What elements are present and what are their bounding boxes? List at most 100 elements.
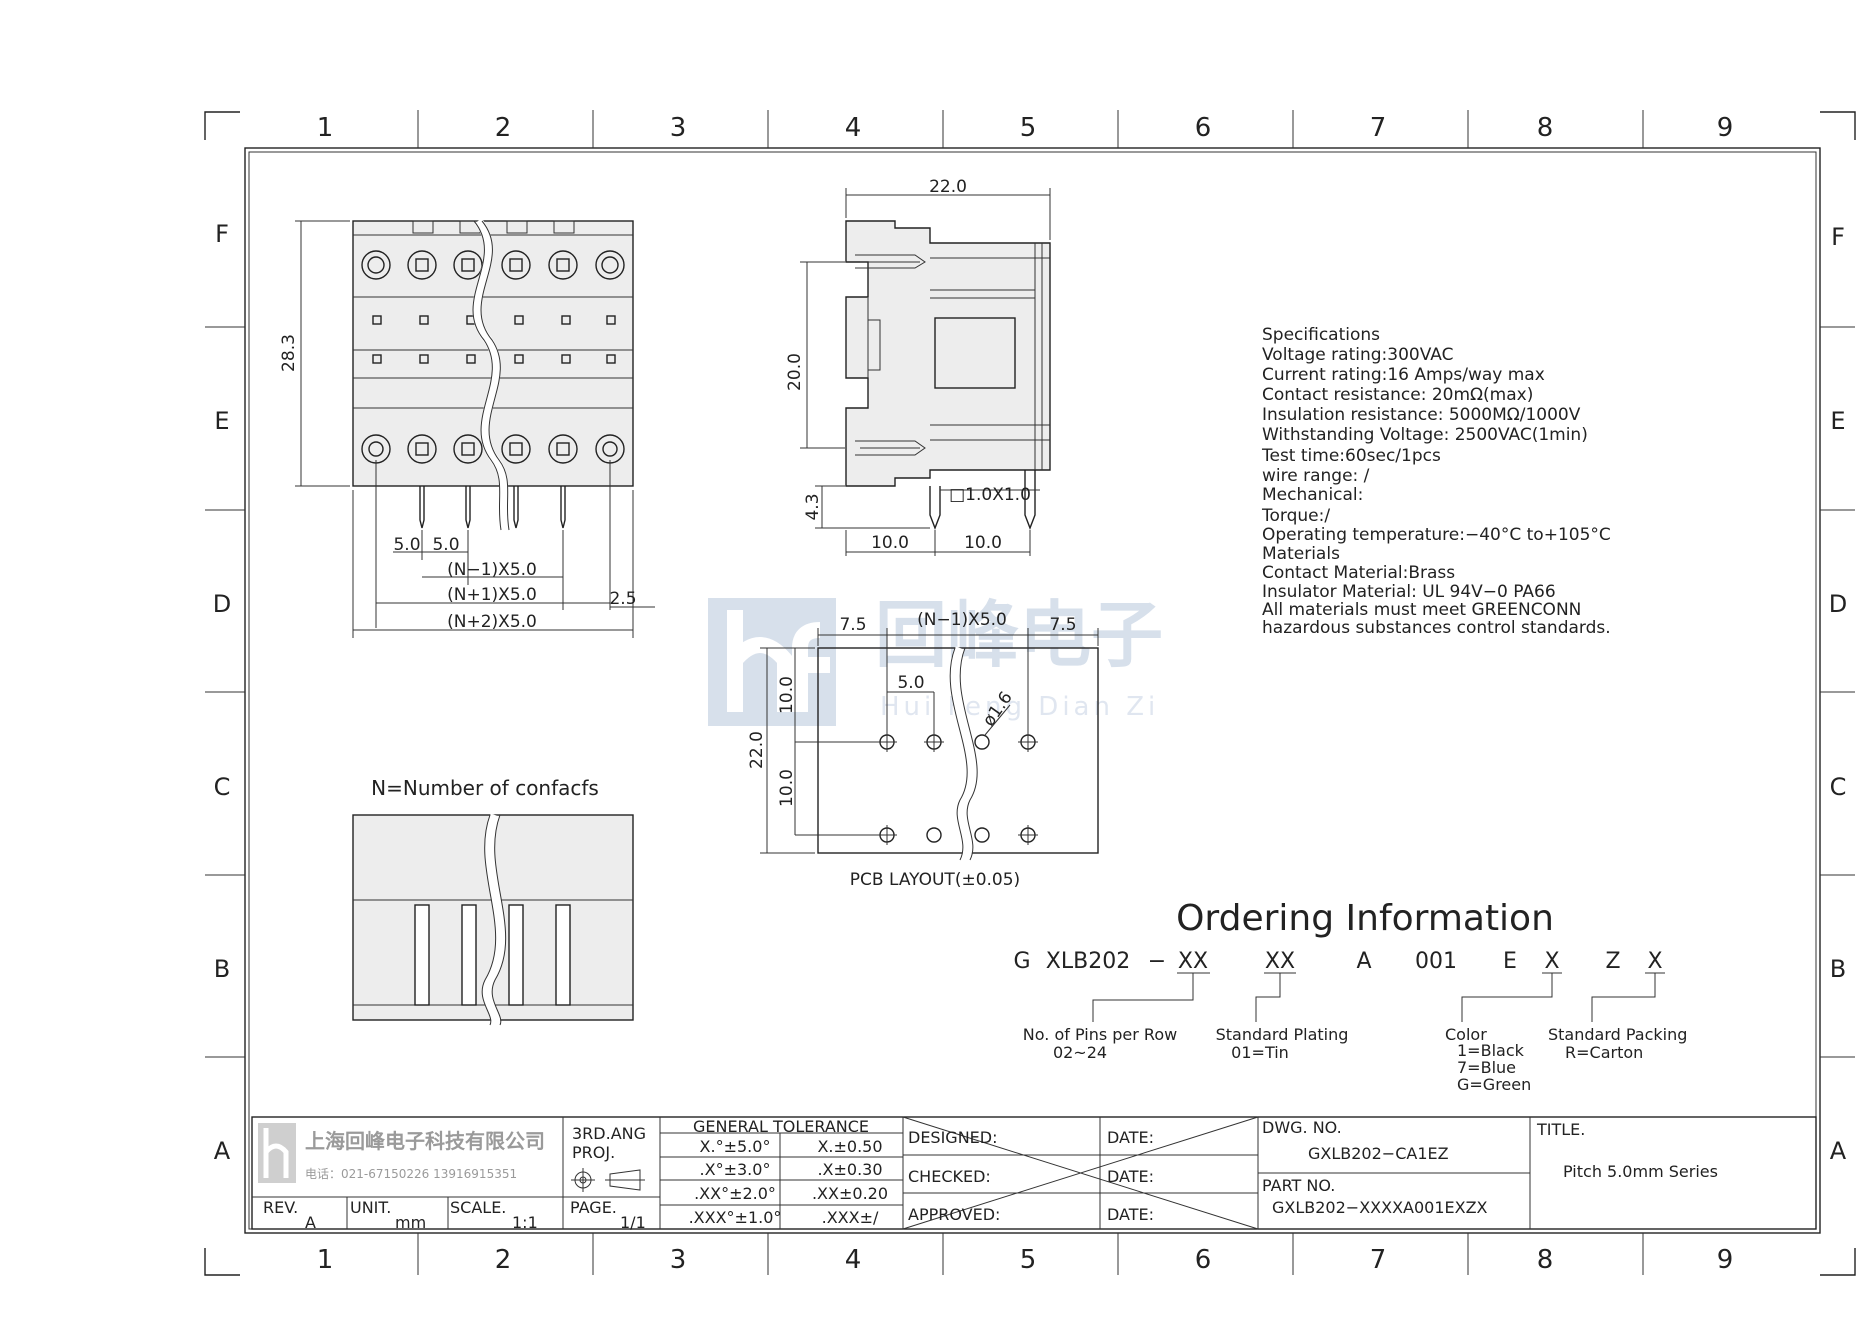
dim-n-minus-1: (N−1)X5.0: [447, 560, 537, 580]
ordering-code: G XLB202 − XX XX A 001 E X Z X: [1013, 949, 1662, 974]
color-value: 7=Blue: [1457, 1058, 1516, 1077]
side-view-dim-labels: 22.0 20.0 4.3 □1.0X1.0 10.0 10.0: [785, 177, 1031, 553]
packing-label: Standard Packing: [1548, 1025, 1687, 1044]
col-label: 3: [670, 113, 687, 143]
dim-pitch-b: 5.0: [432, 535, 459, 555]
spec-line: Withstanding Voltage: 2500VAC(1min): [1262, 425, 1588, 445]
row-label: D: [1829, 590, 1847, 618]
spec-line: wire range: /: [1262, 466, 1370, 486]
col-label: 9: [1717, 113, 1734, 143]
pins-range: 02~24: [1053, 1043, 1107, 1062]
dim-width: 22.0: [929, 177, 967, 197]
tolerance-cell: .X°±3.0°: [700, 1160, 771, 1179]
title-block: 上海回峰电子科技有限公司 电话：021-67150226 13916915351…: [251, 1116, 1817, 1232]
spec-line: Specifications: [1262, 325, 1380, 345]
spec-line: Voltage rating:300VAC: [1262, 345, 1453, 365]
dim-spacing-b: 10.0: [964, 533, 1002, 553]
color-value: G=Green: [1457, 1075, 1531, 1094]
front-view-dim-labels: 28.3 5.0 5.0 (N−1)X5.0 (N+1)X5.0 (N+2)X5…: [279, 334, 637, 632]
code-part: −: [1148, 949, 1166, 974]
designed-label: DESIGNED:: [908, 1128, 998, 1147]
plating-value: 01=Tin: [1231, 1043, 1289, 1062]
front-view-dimensions: [295, 220, 655, 638]
pcb-height-total: 22.0: [747, 731, 767, 769]
company-phone: 电话：021-67150226 13916915351: [305, 1167, 517, 1181]
tolerance-cell: .XXX°±1.0°: [689, 1208, 782, 1227]
col-label: 4: [845, 113, 862, 143]
tolerance-cell: X.±0.50: [817, 1137, 882, 1156]
row-label: E: [1830, 407, 1845, 435]
part-value: GXLB202−XXXXA001EXZX: [1272, 1198, 1488, 1217]
col-label: 2: [495, 1245, 512, 1275]
scale-label: SCALE.: [450, 1198, 506, 1217]
date-label: DATE:: [1107, 1205, 1154, 1224]
row-label: A: [1830, 1137, 1847, 1165]
pcb-layout: [817, 646, 1099, 863]
spec-line: Contact resistance: 20mΩ(max): [1262, 385, 1533, 405]
col-label: 6: [1195, 113, 1212, 143]
front-view: [352, 218, 634, 531]
specifications: Specifications Voltage rating:300VAC Cur…: [1261, 325, 1611, 638]
dim-pin-len: 4.3: [803, 493, 823, 520]
unit-label: UNIT.: [350, 1198, 391, 1217]
pcb-row-a: 10.0: [777, 676, 797, 714]
tolerance-table: X.°±5.0° X.±0.50 .X°±3.0° .X±0.30 .XX°±2…: [689, 1137, 888, 1227]
pins-label: No. of Pins per Row: [1023, 1025, 1177, 1044]
rev-value: A: [305, 1213, 316, 1232]
col-label: 9: [1717, 1245, 1734, 1275]
dim-pitch-a: 5.0: [393, 535, 420, 555]
code-part: E: [1503, 949, 1517, 974]
dwg-value: GXLB202−CA1EZ: [1308, 1144, 1449, 1163]
projection-label: 3RD.ANG: [572, 1124, 646, 1143]
col-label: 6: [1195, 1245, 1212, 1275]
row-label: F: [215, 220, 229, 248]
code-part: XLB202: [1046, 949, 1130, 974]
pcb-row-b: 10.0: [777, 769, 797, 807]
col-label: 8: [1537, 1245, 1554, 1275]
rev-label: REV.: [263, 1198, 298, 1217]
row-label: C: [214, 773, 231, 801]
dim-n-plus-1: (N+1)X5.0: [447, 585, 537, 605]
dim-spacing-a: 10.0: [871, 533, 909, 553]
company-name: 上海回峰电子科技有限公司: [305, 1129, 545, 1153]
color-value: 1=Black: [1457, 1041, 1525, 1060]
col-label: 3: [670, 1245, 687, 1275]
col-label: 5: [1020, 113, 1037, 143]
spec-line: Test time:60sec/1pcs: [1261, 446, 1441, 466]
pcb-dimensions: [760, 628, 1099, 854]
code-part: Z: [1605, 949, 1620, 974]
watermark-logo-icon: [708, 598, 836, 726]
row-label: A: [214, 1137, 231, 1165]
spec-line: Insulator Material: UL 94V−0 PA66: [1262, 582, 1556, 602]
checked-label: CHECKED:: [908, 1167, 991, 1186]
spec-line: All materials must meet GREENCONN: [1262, 600, 1581, 620]
code-part: X: [1647, 949, 1662, 974]
code-part: X: [1544, 949, 1559, 974]
scale-value: 1:1: [512, 1213, 538, 1232]
ordering-information: Ordering Information G XLB202 − XX XX A …: [1013, 898, 1687, 1094]
dim-side-height: 20.0: [785, 353, 805, 391]
spec-line: Contact Material:Brass: [1262, 563, 1455, 583]
pcb-caption: PCB LAYOUT(±0.05): [850, 870, 1020, 890]
date-label: DATE:: [1107, 1128, 1154, 1147]
bottom-view: N=Number of confacfs: [352, 776, 634, 1028]
ordering-title: Ordering Information: [1176, 898, 1554, 939]
code-part: XX: [1265, 949, 1295, 974]
col-label: 1: [317, 1245, 334, 1275]
spec-line: Torque:/: [1261, 506, 1330, 526]
page-label: PAGE.: [570, 1198, 617, 1217]
col-label: 4: [845, 1245, 862, 1275]
row-label: B: [1830, 955, 1846, 983]
company-logo-icon: [258, 1123, 296, 1183]
spec-line: Current rating:16 Amps/way max: [1262, 365, 1545, 385]
column-labels-bottom: 1 2 3 4 5 6 7 8 9: [317, 1245, 1734, 1275]
pcb-pitch: 5.0: [897, 673, 924, 693]
watermark-company-pinyin: Hui Feng Dian Zi: [880, 692, 1159, 722]
approved-label: APPROVED:: [908, 1205, 1000, 1224]
row-label: B: [214, 955, 230, 983]
dim-n-plus-2: (N+2)X5.0: [447, 612, 537, 632]
spec-line: Insulation resistance: 5000MΩ/1000V: [1262, 405, 1581, 425]
tolerance-cell: .XX±0.20: [812, 1184, 888, 1203]
col-label: 7: [1370, 1245, 1387, 1275]
